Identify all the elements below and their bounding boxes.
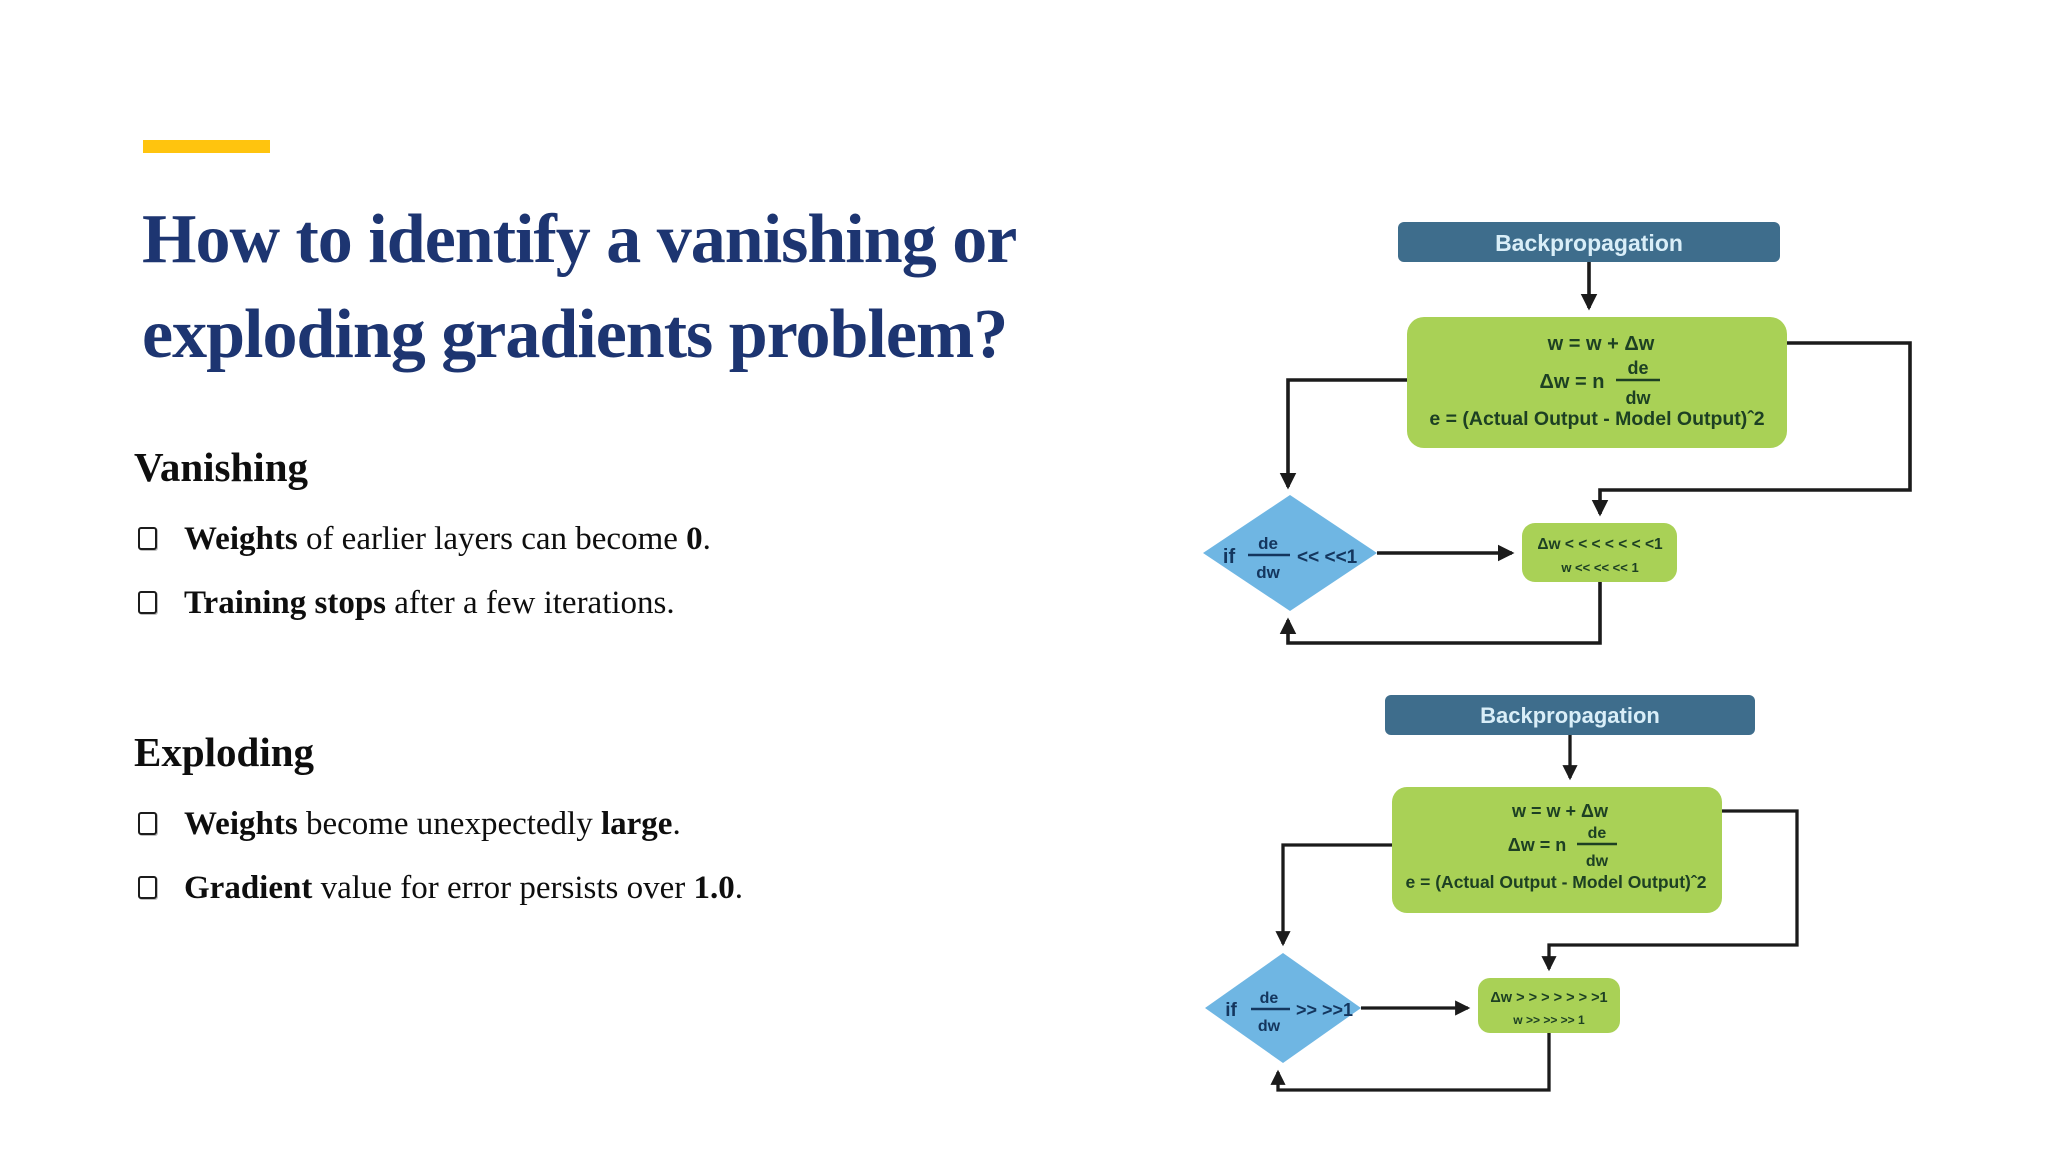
heading-exploding: Exploding (134, 729, 315, 775)
top-header-box (1398, 222, 1780, 262)
top-result-box (1522, 523, 1677, 582)
list-item: Training stops after a few iterations. (136, 582, 896, 624)
bottom-decision-comparison: >> >>1 (1296, 1000, 1353, 1020)
title-line-2: exploding gradients problem? (142, 296, 1008, 373)
bottom-equations: w = w + Δw Δw = n de dw e = (Actual Outp… (1406, 801, 1707, 892)
bullet-text: Gradient value for error persists over 1… (184, 870, 744, 906)
bottom-connector-right-loop (1541, 809, 1799, 972)
bottom-eq2-denominator: dw (1586, 853, 1609, 870)
list-item: Gradient value for error persists over 1… (136, 867, 896, 909)
bottom-result-box (1478, 978, 1620, 1033)
bottom-connector-feedback-loop (1270, 1033, 1551, 1092)
bottom-eq1: w = w + Δw (1511, 801, 1609, 821)
top-connector-feedback-loop (1279, 582, 1602, 645)
list-item: Weights of earlier layers can become 0. (136, 518, 896, 560)
bottom-result-line2: w >> >> >> 1 (1512, 1013, 1585, 1027)
top-decision-label: if de dw << <<1 (1223, 534, 1358, 582)
vanishing-bullet-list: Weights of earlier layers can become 0. … (136, 518, 896, 646)
top-connector-right-loop (1591, 341, 1912, 517)
top-eq2: Δw = n (1540, 371, 1605, 393)
page-title: How to identify a vanishing or exploding… (142, 192, 1017, 382)
heading-vanishing: Vanishing (134, 444, 308, 490)
bottom-decision-label: if de dw >> >>1 (1225, 990, 1353, 1035)
bottom-connectors (1270, 735, 1799, 1092)
accent-bar (143, 140, 270, 153)
backpropagation-flowcharts: Backpropagation w = w + Δw Δw = n de dw … (1203, 222, 1912, 1092)
top-process-box (1407, 317, 1787, 448)
bottom-eq2-numerator: de (1588, 825, 1607, 842)
top-decision-numerator: de (1258, 534, 1278, 553)
checkbox-bullet-icon (138, 812, 157, 835)
top-decision-if: if (1223, 546, 1236, 568)
top-eq2-denominator: dw (1626, 388, 1652, 408)
bottom-result-line1: Δw > > > > > > >1 (1490, 990, 1607, 1006)
checkbox-bullet-icon (138, 527, 157, 550)
flowchart-top: Backpropagation w = w + Δw Δw = n de dw … (1203, 222, 1912, 645)
title-line-1: How to identify a vanishing or (142, 201, 1017, 278)
top-result-label: Δw < < < < < < <1 w << << << 1 (1537, 536, 1663, 575)
bottom-eq2: Δw = n (1508, 835, 1566, 855)
flowchart-bottom: Backpropagation w = w + Δw Δw = n de dw … (1205, 695, 1799, 1092)
top-result-line2: w << << << 1 (1560, 560, 1638, 575)
top-decision-denominator: dw (1256, 563, 1280, 582)
bullet-text: Training stops after a few iterations. (184, 585, 675, 621)
bullet-text: Weights become unexpectedly large. (184, 806, 681, 842)
top-eq3: e = (Actual Output - Model Output)ˆ2 (1429, 408, 1764, 430)
top-decision-comparison: << <<1 (1297, 547, 1358, 568)
bullet-text: Weights of earlier layers can become 0. (184, 521, 711, 557)
bottom-decision-denominator: dw (1258, 1018, 1281, 1035)
bottom-decision-numerator: de (1260, 990, 1279, 1007)
top-header-label: Backpropagation (1495, 230, 1683, 256)
bottom-decision-if: if (1225, 1000, 1237, 1021)
checkbox-bullet-icon (138, 876, 157, 899)
list-item: Weights become unexpectedly large. (136, 803, 896, 845)
top-eq2-numerator: de (1627, 358, 1648, 378)
exploding-bullet-list: Weights become unexpectedly large. Gradi… (136, 803, 896, 931)
top-equations: w = w + Δw Δw = n de dw e = (Actual Outp… (1429, 333, 1764, 430)
bottom-process-box (1392, 787, 1722, 913)
bottom-result-label: Δw > > > > > > >1 w >> >> >> 1 (1490, 990, 1607, 1027)
bottom-header-box (1385, 695, 1755, 735)
top-eq1: w = w + Δw (1547, 333, 1655, 355)
checkbox-bullet-icon (138, 591, 157, 614)
top-result-line1: Δw < < < < < < <1 (1537, 536, 1663, 553)
bottom-header-label: Backpropagation (1480, 703, 1660, 728)
bottom-eq3: e = (Actual Output - Model Output)ˆ2 (1406, 872, 1707, 892)
top-decision-diamond (1203, 495, 1377, 611)
